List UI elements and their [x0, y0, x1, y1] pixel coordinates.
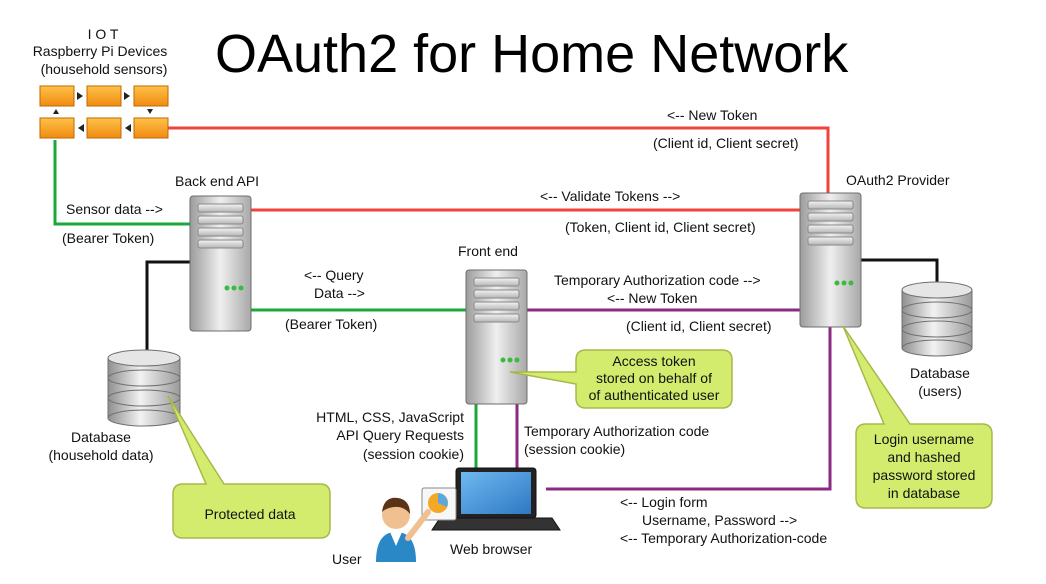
edge-browser-right-2: (session cookie) [524, 441, 625, 457]
page-title: OAuth2 for Home Network [215, 24, 849, 84]
iot-device-grid [39, 85, 169, 139]
iot-device [39, 117, 75, 139]
edge-browser-left-2: API Query Requests [336, 427, 464, 443]
label-backend: Back end API [175, 173, 259, 189]
edge-token-creds: (Token, Client id, Client secret) [565, 219, 756, 235]
edge-temp-auth-code: Temporary Authorization code --> [554, 272, 761, 288]
edge-browser-left-1: HTML, CSS, JavaScript [316, 409, 464, 425]
edge-browser-right-1: Temporary Authorization code [524, 423, 709, 439]
callout-login-stored: Login username and hashed password store… [842, 325, 993, 509]
database-users [901, 281, 973, 357]
arrow-left-icon [125, 124, 131, 132]
callout-access-1: Access token [612, 353, 695, 369]
label-db-users-2: (users) [918, 383, 962, 399]
callout-login-1: Login username [874, 431, 975, 447]
label-oauth: OAuth2 Provider [846, 172, 950, 188]
callout-login-2: and hashed [887, 449, 960, 465]
edge-data: Data --> [314, 285, 365, 301]
edge-bearer-mid: (Bearer Token) [285, 316, 377, 332]
label-db-users-1: Database [910, 365, 970, 381]
iot-device [39, 85, 75, 107]
callout-access-token: Access token stored on behalf of of auth… [509, 349, 733, 409]
arrow-right-icon [77, 92, 83, 100]
iot-device [86, 85, 122, 107]
iot-device [133, 117, 169, 139]
black-line-backend-db [145, 260, 190, 355]
arrow-down-icon [147, 109, 153, 114]
oauth-server [799, 192, 862, 328]
callout-protected-text: Protected data [204, 506, 295, 522]
edge-browser-left-3: (session cookie) [363, 446, 464, 462]
arrow-right-icon [124, 92, 130, 100]
iot-label-3: (household sensors) [41, 61, 168, 77]
edge-login-3: <-- Temporary Authorization-code [620, 530, 827, 546]
user-icon [376, 487, 457, 562]
edge-new-token-top: <-- New Token [667, 107, 757, 123]
edge-query: <-- Query [304, 267, 364, 283]
backend-server [189, 195, 252, 332]
connections [53, 126, 939, 491]
database-household [107, 349, 181, 427]
label-user: User [332, 551, 362, 567]
edge-client-creds-mid: (Client id, Client secret) [626, 318, 772, 334]
edge-login-1: <-- Login form [620, 494, 708, 510]
arrow-up-icon [53, 109, 59, 114]
arrow-left-icon [78, 124, 84, 132]
edge-client-creds-top: (Client id, Client secret) [653, 135, 799, 151]
red-line-iot-oauth [168, 126, 830, 196]
label-browser: Web browser [450, 541, 533, 557]
iot-label-2: Raspberry Pi Devices [33, 43, 168, 59]
purple-line-browser-oauth [546, 326, 832, 491]
frontend-server [465, 269, 528, 405]
callout-protected-data: Protected data [167, 395, 331, 539]
laptop-icon [431, 467, 561, 531]
callout-access-2: stored on behalf of [596, 370, 712, 386]
iot-device [86, 117, 122, 139]
edge-new-token-mid: <-- New Token [607, 290, 697, 306]
green-line-iot-backend [53, 140, 190, 226]
label-frontend: Front end [458, 243, 518, 259]
callout-login-3: password stored [873, 467, 976, 483]
iot-device [133, 85, 169, 107]
iot-label-1: I O T [88, 26, 119, 42]
label-db-household-1: Database [71, 429, 131, 445]
callout-access-3: of authenticated user [589, 387, 720, 403]
edge-validate-tokens: <-- Validate Tokens --> [540, 188, 680, 204]
edge-bearer-left: (Bearer Token) [62, 230, 154, 246]
iot-devices: I O T Raspberry Pi Devices (household se… [33, 26, 169, 139]
label-db-household-2: (household data) [48, 447, 153, 463]
callout-login-4: in database [888, 485, 961, 501]
edge-login-2: Username, Password --> [642, 512, 797, 528]
edge-sensor-data: Sensor data --> [66, 201, 163, 217]
black-line-oauth-db [861, 258, 939, 285]
